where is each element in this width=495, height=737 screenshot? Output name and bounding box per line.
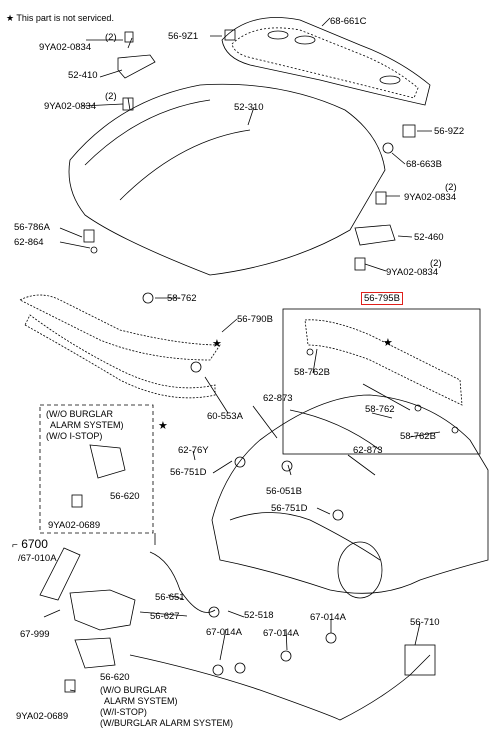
clip-62-864-drawing: [90, 246, 98, 254]
part-number[interactable]: 52-518: [244, 610, 274, 621]
hood-stopper-drawing: [402, 124, 416, 138]
part-number[interactable]: 56-751D: [271, 503, 308, 514]
part-number[interactable]: 52-410: [68, 70, 98, 81]
part-number[interactable]: /67-010A: [18, 553, 57, 564]
part-number[interactable]: 67-014A: [263, 628, 299, 639]
part-number[interactable]: 9YA02-0689: [48, 520, 101, 531]
part-number[interactable]: 68-663B: [406, 159, 442, 170]
star-marker: ★: [158, 419, 168, 432]
hood-lock-inset-drawing: [71, 444, 126, 508]
part-number[interactable]: 56-786A: [14, 222, 50, 233]
part-number[interactable]: 60-553A: [207, 411, 243, 422]
part-number[interactable]: 58-762: [365, 404, 395, 415]
seal-56-795b-box: [282, 308, 481, 455]
lower-condition-line: ALARM SYSTEM): [104, 696, 178, 706]
inset-condition-line: (W/O BURGLAR: [46, 409, 114, 419]
part-number[interactable]: 62-873: [263, 393, 293, 404]
part-qty: (2): [430, 258, 442, 269]
part-number[interactable]: 58-762B: [294, 367, 330, 378]
clip-56-9z1-drawing: [224, 29, 236, 41]
part-number[interactable]: 56-051B: [266, 486, 302, 497]
release-cable-56-651-drawing: [149, 551, 216, 613]
hood-bumper-56-786a-drawing: [83, 229, 95, 243]
lower-condition-line: (W/O BURGLAR: [100, 685, 168, 695]
part-number[interactable]: 56-651: [155, 592, 185, 603]
cable-6700-drawing: [39, 547, 81, 601]
clip-68-663b-drawing: [382, 142, 394, 154]
inset-condition-line: (W/O I-STOP): [46, 431, 103, 441]
lock-56-627-drawing: [69, 589, 136, 631]
part-number[interactable]: 67-014A: [310, 612, 346, 623]
inset-box-lock: [39, 404, 154, 534]
hood-hinge-right-drawing: [354, 191, 396, 271]
lower-condition-line: (W/I-STOP): [100, 707, 147, 717]
part-number[interactable]: 62-76Y: [178, 445, 209, 456]
part-number[interactable]: 9YA02-0834: [39, 42, 92, 53]
release-handle-56-710-drawing: [404, 644, 436, 676]
part-number[interactable]: 9YA02-0834: [386, 267, 439, 278]
cable-56-710-drawing: [129, 654, 431, 721]
part-number[interactable]: 62-864: [14, 237, 44, 248]
hood-panel-drawing: [68, 83, 386, 276]
highlighted-part-56-795b[interactable]: 56-795B: [361, 292, 403, 305]
part-number[interactable]: 67-999: [20, 629, 50, 640]
part-number[interactable]: 56-751D: [170, 467, 207, 478]
cable-icon: ⌐: [12, 540, 18, 551]
part-number[interactable]: 9YA02-0689: [16, 711, 69, 722]
part-number[interactable]: 67-014A: [206, 627, 242, 638]
part-number[interactable]: 56-620: [100, 672, 130, 683]
part-qty: (2): [105, 32, 117, 43]
part-number[interactable]: 56-9Z1: [168, 31, 199, 42]
part-number[interactable]: 58-762: [167, 293, 197, 304]
star-marker: ★: [212, 337, 222, 350]
part-number[interactable]: 9YA02-0834: [404, 192, 457, 203]
hood-insulator-drawing: [221, 17, 431, 106]
inset-condition-line: ALARM SYSTEM): [50, 420, 124, 430]
part-number[interactable]: 52-460: [414, 232, 444, 243]
part-number[interactable]: 56-627: [150, 611, 180, 622]
part-qty: (2): [445, 182, 457, 193]
part-qty: (2): [105, 91, 117, 102]
lower-condition-line: (W/BURGLAR ALARM SYSTEM): [100, 718, 234, 728]
part-number[interactable]: 56-620: [110, 491, 140, 502]
part-number[interactable]: 62-873: [353, 445, 383, 456]
part-number[interactable]: 9YA02-0834: [44, 101, 97, 112]
hood-seal-56-790b-drawing: [19, 294, 221, 399]
part-number[interactable]: 56-710: [410, 617, 440, 628]
lock-56-620-drawing: [74, 637, 116, 669]
vehicle-front-drawing: [211, 394, 489, 599]
part-number[interactable]: 56-9Z2: [434, 126, 465, 137]
star-marker: ★: [383, 336, 393, 349]
part-number[interactable]: 58-762B: [400, 431, 436, 442]
hood-hinge-left-drawing: [117, 31, 156, 111]
part-number[interactable]: 52-310: [234, 102, 264, 113]
part-number[interactable]: 68-661C: [330, 16, 367, 27]
not-serviced-note: ★ This part is not serviced.: [6, 13, 114, 23]
part-number[interactable]: 56-790B: [237, 314, 273, 325]
part-group-6700[interactable]: ⌐ 6700: [12, 537, 48, 551]
